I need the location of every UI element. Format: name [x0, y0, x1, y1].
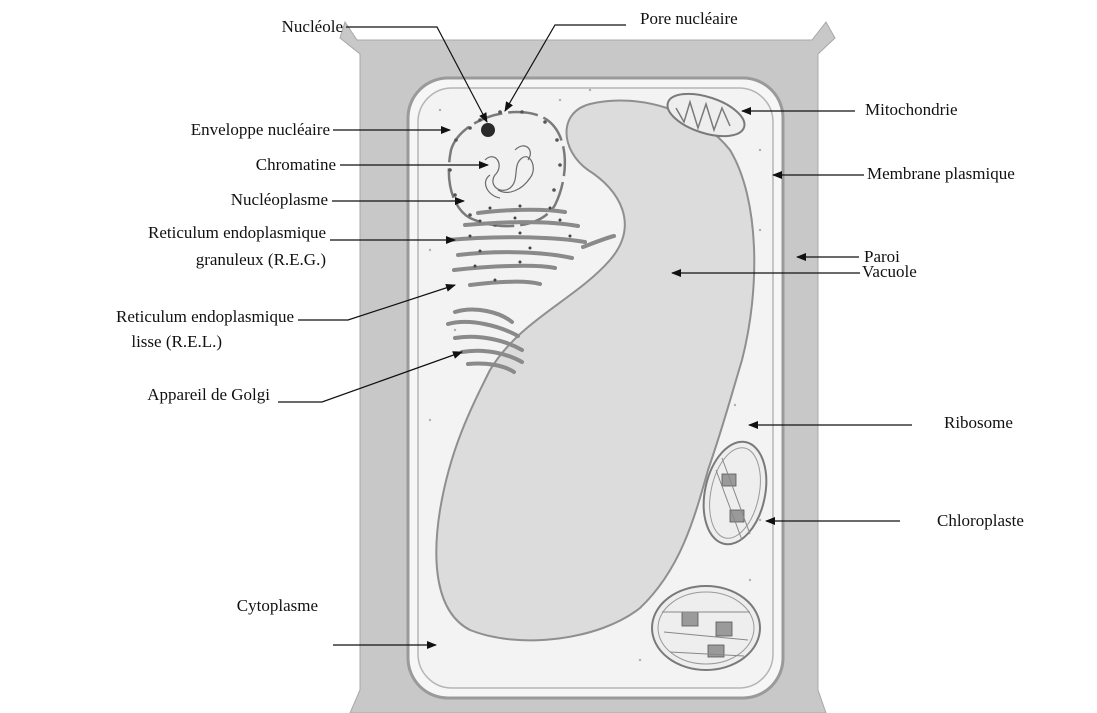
label-rel-line2: lisse (R.E.L.) [131, 332, 222, 351]
label-nucleoplasme: Nucléoplasme [231, 190, 328, 209]
label-rel-line1: Reticulum endoplasmique [116, 307, 294, 326]
label-reg-line2: granuleux (R.E.G.) [196, 250, 326, 269]
nucleolus [481, 123, 495, 137]
label-enveloppe-nucleaire: Enveloppe nucléaire [191, 120, 330, 139]
label-nucleole: Nucléole [282, 17, 343, 36]
label-mitochondrie: Mitochondrie [865, 100, 958, 119]
label-vacuole: Vacuole [862, 262, 917, 281]
label-membrane-plasmique: Membrane plasmique [867, 164, 1015, 183]
chloroplast-lower [652, 586, 760, 670]
label-cytoplasme: Cytoplasme [237, 596, 318, 615]
label-pore-nucleaire: Pore nucléaire [640, 9, 738, 28]
label-reg-line1: Reticulum endoplasmique [148, 223, 326, 242]
label-ribosome: Ribosome [944, 413, 1013, 432]
label-golgi: Appareil de Golgi [147, 385, 270, 404]
label-chloroplaste: Chloroplaste [937, 511, 1024, 530]
label-chromatine: Chromatine [256, 155, 336, 174]
